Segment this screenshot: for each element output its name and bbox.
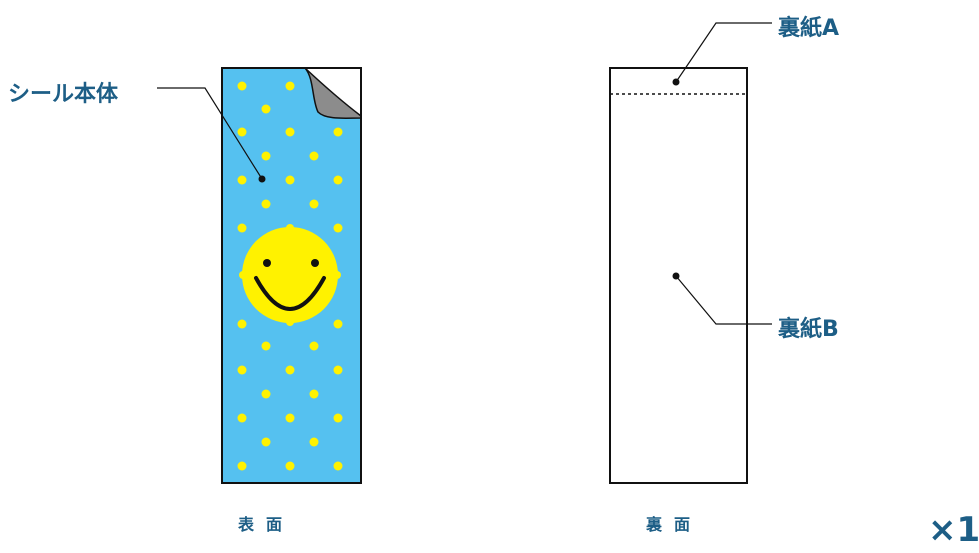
polka-dot [286,366,295,375]
sticker-body-label: シール本体 [8,76,118,108]
polka-dot [286,414,295,423]
polka-dot [262,390,271,399]
polka-dot [286,128,295,137]
polka-dot [262,200,271,209]
backing-b-marker [673,273,680,280]
polka-dot [262,342,271,351]
polka-dot [238,414,247,423]
front-face-label: 表面 [238,511,294,535]
polka-dot [286,462,295,471]
left-eye [263,259,271,267]
polka-dot [238,224,247,233]
polka-dot [334,176,343,185]
polka-dot [238,320,247,329]
back-sticker [610,23,772,483]
quantity-label: ×1 [928,510,979,550]
polka-dot [238,82,247,91]
polka-dot [310,342,319,351]
polka-dot [310,200,319,209]
front-sticker [157,68,361,483]
backing-b-label: 裏紙B [778,311,839,343]
polka-dot [262,438,271,447]
polka-dot [262,152,271,161]
polka-dot [334,462,343,471]
polka-dot [286,82,295,91]
polka-dot [238,128,247,137]
polka-dot [286,176,295,185]
polka-dot [334,320,343,329]
sticker-body-marker [259,176,266,183]
backing-a-label: 裏紙A [778,10,839,42]
polka-dot [238,462,247,471]
polka-dot [310,152,319,161]
back-face-label: 裏面 [646,511,702,535]
right-eye [311,259,319,267]
polka-dot [310,438,319,447]
polka-dot [334,224,343,233]
polka-dot [334,366,343,375]
polka-dot [238,176,247,185]
polka-dot [310,390,319,399]
polka-dot [238,366,247,375]
polka-dot [334,128,343,137]
backing-a-marker [673,79,680,86]
polka-dot [334,414,343,423]
polka-dot [262,105,271,114]
